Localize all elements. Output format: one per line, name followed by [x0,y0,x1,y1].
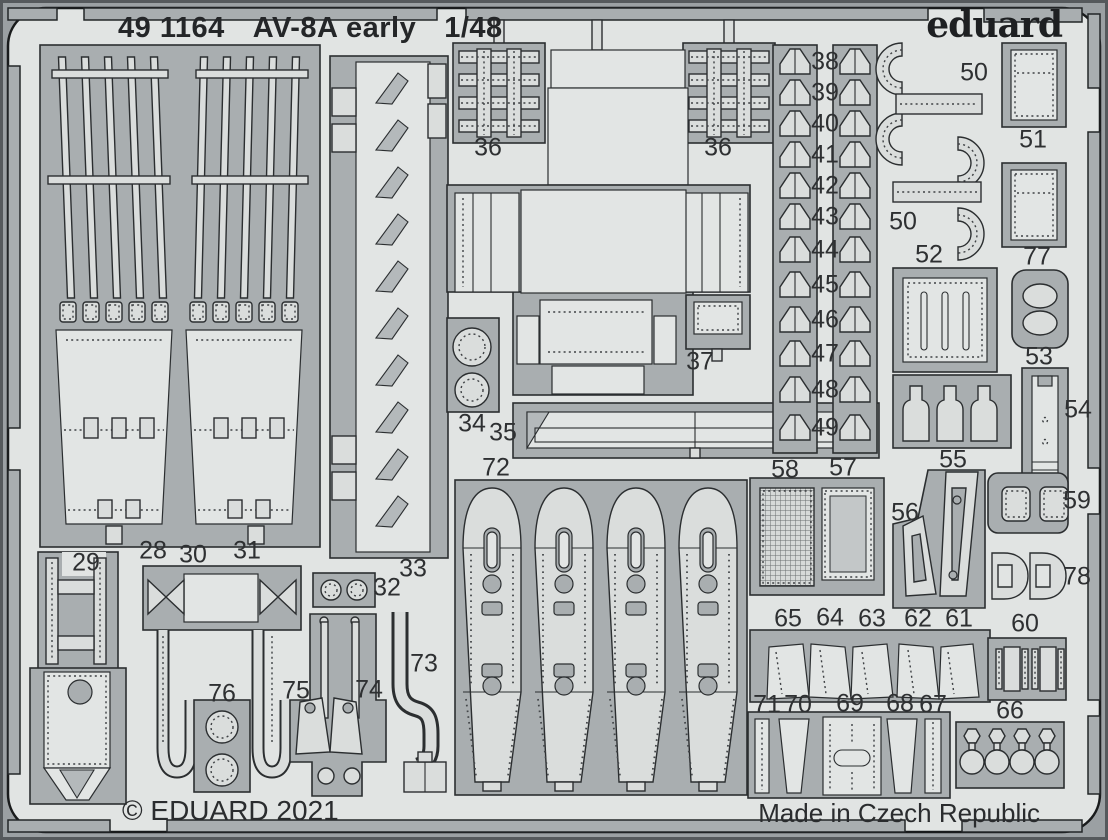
part-label-47: 47 [811,339,839,368]
part-label-54: 54 [1064,395,1092,424]
fret-parts-57-58 [749,477,885,596]
fret-part-66 [955,721,1065,789]
fret-part-29 [29,551,127,805]
fret-part-33 [329,55,449,559]
edge-tabs [7,7,1101,833]
part-label-74: 74 [355,675,383,704]
part-label-64: 64 [816,603,844,632]
fret-part-34 [446,317,500,413]
part-label-34: 34 [458,409,486,438]
part-label-50: 50 [960,58,988,87]
part-label-39: 39 [811,78,839,107]
part-label-35: 35 [489,418,517,447]
fret-part-76 [193,699,251,793]
part-label-37: 37 [686,347,714,376]
part-label-71: 71 [753,690,781,719]
part-label-69: 69 [836,689,864,718]
fret-block-28-30-31 [39,44,321,548]
fret-part-52 [892,267,998,373]
part-label-63: 63 [858,604,886,633]
fret-part-36-right [682,19,776,144]
catalog-number: 49 1164 [118,12,225,44]
part-label-57: 57 [829,453,857,482]
fret-part-50-bottom [892,136,985,261]
part-label-48: 48 [811,375,839,404]
part-label-75: 75 [282,676,310,705]
fret-parts-38-49 [772,44,878,454]
part-label-53: 53 [1025,342,1053,371]
part-label-41: 41 [811,140,839,169]
part-label-70: 70 [784,690,812,719]
kit-name: AV-8A early [252,12,417,44]
scale: 1/48 [444,12,503,44]
part-label-67: 67 [919,690,947,719]
fret-parts-60-65 [749,629,1067,703]
fret-part-37 [685,294,751,362]
part-label-77: 77 [1023,242,1051,271]
fret-part-78 [991,552,1067,600]
part-label-72: 72 [482,453,510,482]
part-label-28: 28 [139,536,167,565]
part-label-52: 52 [915,240,943,269]
sheet-header: 49 1164 AV-8A early 1/48 [118,12,503,45]
part-label-38: 38 [811,47,839,76]
part-label-36: 36 [704,133,732,162]
made-in-text: Made in Czech Republic [758,798,1040,828]
fret-part-72-bombs [454,479,748,796]
part-label-78: 78 [1063,562,1091,591]
part-label-40: 40 [811,109,839,138]
part-label-44: 44 [811,235,839,264]
part-label-42: 42 [811,171,839,200]
fret-part-73 [391,612,447,793]
fret-part-59 [987,472,1069,534]
part-label-73: 73 [410,649,438,678]
part-label-50: 50 [889,207,917,236]
part-label-33: 33 [399,554,427,583]
fret-block-76-area [142,565,302,779]
part-label-76: 76 [208,679,236,708]
part-label-49: 49 [811,413,839,442]
part-label-36: 36 [474,133,502,162]
part-label-30: 30 [179,540,207,569]
fret-part-53 [1011,269,1069,349]
part-label-43: 43 [811,202,839,231]
part-label-45: 45 [811,270,839,299]
part-label-59: 59 [1063,486,1091,515]
copyright-text: © EDUARD 2021 [122,795,339,826]
part-label-58: 58 [771,455,799,484]
part-label-51: 51 [1019,125,1047,154]
part-label-61: 61 [945,604,973,633]
part-label-55: 55 [939,445,967,474]
part-label-56: 56 [891,498,919,527]
fret-part-32 [312,572,376,608]
part-label-32: 32 [373,573,401,602]
fret-parts-67-71 [747,711,951,799]
fret-parts-74-75 [289,613,387,797]
part-label-62: 62 [904,604,932,633]
eduard-logo: eduard [926,4,1063,46]
fret-central-assembly [446,19,751,396]
part-label-65: 65 [774,604,802,633]
fret-part-55 [892,374,1012,449]
part-label-31: 31 [233,536,261,565]
part-label-60: 60 [1011,609,1039,638]
part-label-46: 46 [811,305,839,334]
part-label-66: 66 [996,696,1024,725]
fret-part-36-left [452,19,546,144]
part-label-29: 29 [72,548,100,577]
fret-part-56 [892,469,986,609]
fret-part-50-top [875,42,983,166]
part-label-68: 68 [886,689,914,718]
